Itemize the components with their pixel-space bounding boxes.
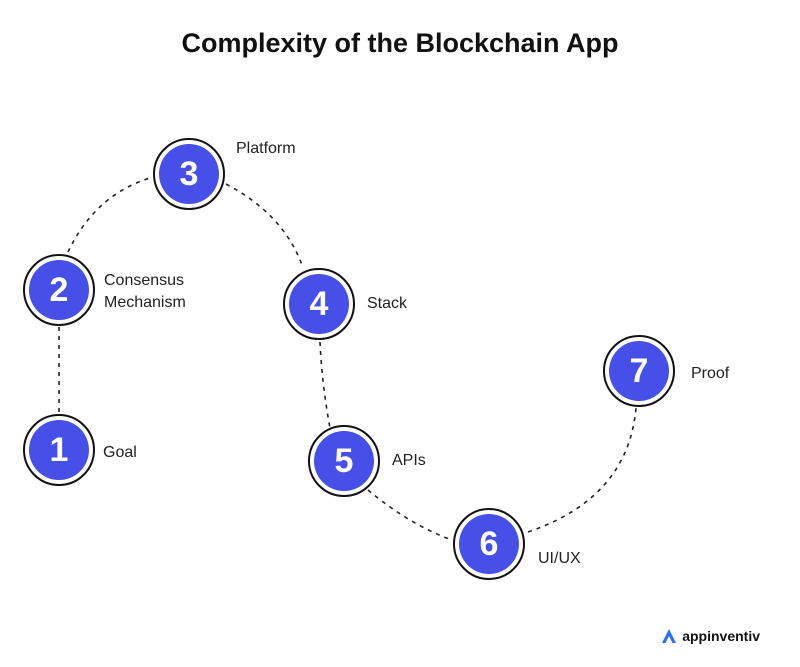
connector-2-3 (67, 177, 151, 253)
step-number-4: 4 (289, 274, 349, 334)
step-number-5: 5 (314, 431, 374, 491)
step-label-4: Stack (367, 295, 408, 312)
step-label-7: Proof (691, 365, 730, 382)
step-number-7: 7 (609, 341, 669, 401)
step-label-2-line2: Mechanism (104, 294, 186, 311)
step-number-1: 1 (29, 420, 89, 480)
step-label-3: Platform (236, 140, 296, 157)
step-label-2-line1: Consensus (104, 272, 185, 289)
step-node-1: 1 (23, 414, 95, 486)
page-title: Complexity of the Blockchain App (181, 28, 619, 58)
brand-logo: appinventiv (660, 627, 760, 645)
step-node-4: 4 (283, 268, 355, 340)
step-node-7: 7 (603, 335, 675, 407)
step-node-2: 2 (23, 254, 95, 326)
brand-name: appinventiv (682, 628, 760, 644)
step-node-3: 3 (153, 138, 225, 210)
step-number-3: 3 (159, 144, 219, 204)
step-label-1: Goal (103, 444, 137, 461)
step-node-5: 5 (308, 425, 380, 497)
step-node-6: 6 (453, 508, 525, 580)
connector-6-7 (527, 407, 637, 533)
step-number-2: 2 (29, 260, 89, 320)
step-number-6: 6 (459, 514, 519, 574)
step-label-2: Consensus Mechanism (104, 270, 186, 314)
connector-3-4 (225, 183, 304, 269)
connector-5-6 (367, 489, 453, 541)
step-label-6: UI/UX (538, 550, 581, 567)
step-label-5: APIs (392, 452, 426, 469)
appinventiv-logo-icon (662, 629, 677, 643)
connector-4-5 (319, 341, 331, 429)
